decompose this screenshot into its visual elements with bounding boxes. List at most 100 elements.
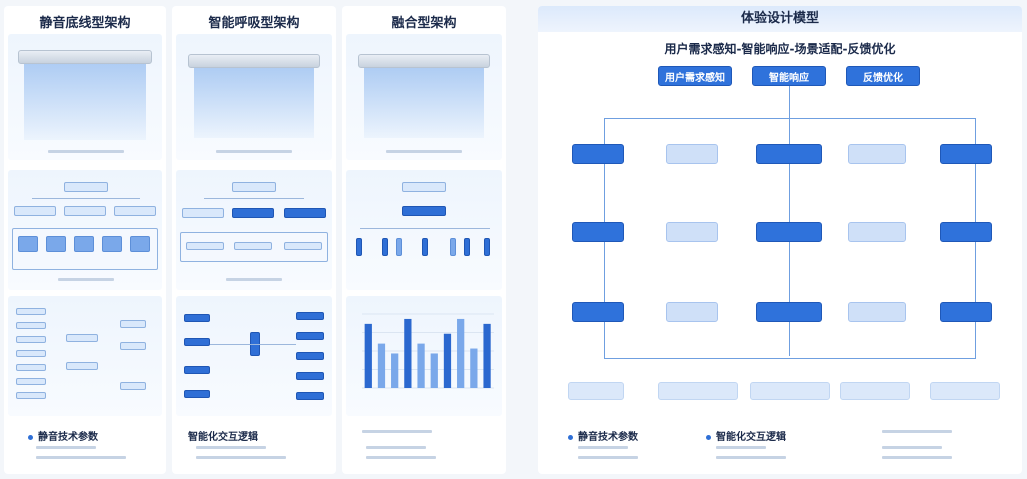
grid-node — [756, 144, 822, 164]
footer-label: 静音技术参数 — [38, 432, 98, 443]
level2-box — [402, 206, 446, 216]
tree-item — [16, 364, 46, 371]
footer-line — [716, 446, 766, 449]
hierarchy-panel — [176, 170, 332, 290]
footer-line — [578, 456, 638, 459]
caption-line — [58, 278, 114, 281]
flow-in — [184, 314, 210, 322]
column-breathing: 智能呼吸型架构 — [172, 6, 336, 474]
footer-line — [882, 430, 952, 433]
level2-box — [232, 208, 274, 218]
chart-bar — [404, 318, 412, 388]
leaf-box — [102, 236, 122, 252]
footer-line — [36, 456, 126, 459]
footer-line — [196, 446, 266, 449]
tree-item — [16, 322, 46, 329]
connector — [32, 198, 140, 199]
footer-label: 静音技术参数 — [578, 432, 638, 443]
leaf-bar — [484, 238, 490, 256]
flow-out — [296, 312, 324, 320]
footer-line — [578, 446, 628, 449]
model-footer-1: 静音技术参数 — [568, 428, 638, 443]
grid-node — [572, 302, 624, 322]
footer-line — [196, 456, 286, 459]
bar-chart — [362, 313, 494, 389]
bullet-dot — [28, 434, 33, 440]
leaf-bar — [356, 238, 362, 256]
bullet-dot — [706, 434, 711, 440]
footer-line — [36, 446, 96, 449]
connector — [604, 118, 976, 119]
grid-node — [666, 302, 718, 322]
grid-node — [572, 144, 624, 164]
grid-node — [940, 222, 992, 242]
leaf-bar — [396, 238, 402, 256]
leaf-box — [18, 236, 38, 252]
tree-item — [16, 392, 46, 399]
level2-box — [114, 206, 156, 216]
grid-node — [940, 144, 992, 164]
flow-out — [296, 372, 324, 380]
model-title: 体验设计模型 — [538, 6, 1022, 32]
tree-item — [16, 378, 46, 385]
tree-item — [16, 350, 46, 357]
grid-node — [666, 222, 718, 242]
grid-node — [940, 302, 992, 322]
root-box — [64, 182, 108, 192]
grid-node — [848, 222, 906, 242]
grid-node — [756, 222, 822, 242]
root-box — [232, 182, 276, 192]
grid-node — [848, 144, 906, 164]
bottom-node — [840, 382, 910, 400]
leaf-bar — [464, 238, 470, 256]
chart-bar — [470, 348, 478, 388]
tree-panel — [8, 296, 162, 416]
level2-box — [284, 208, 326, 218]
leaf-box — [46, 236, 66, 252]
grid-node — [848, 302, 906, 322]
footer-interaction: 智能化交互逻辑 — [188, 428, 258, 443]
column-title: 融合型架构 — [391, 16, 457, 31]
leaf-box — [130, 236, 150, 252]
grid-node — [756, 302, 822, 322]
caption-line — [216, 150, 292, 153]
caption-line — [386, 150, 462, 153]
leaf-box — [74, 236, 94, 252]
vent-illustration-panel — [176, 34, 332, 160]
bar-chart-panel — [346, 296, 502, 416]
footer-label: 智能化交互逻辑 — [716, 432, 786, 443]
hierarchy-panel — [8, 170, 162, 290]
tree-out — [120, 382, 146, 390]
footer-line — [366, 456, 436, 459]
node-smart-response: 智能响应 — [752, 66, 826, 86]
caption-line — [226, 278, 282, 281]
leaf-box — [284, 242, 322, 250]
flow-in — [184, 390, 210, 398]
bottom-node — [750, 382, 830, 400]
footer-label: 智能化交互逻辑 — [188, 432, 258, 443]
connector — [204, 198, 304, 199]
chart-bar — [430, 353, 438, 388]
chart-bar — [443, 333, 452, 388]
tree-hub — [66, 362, 98, 370]
footer-silent: 静音技术参数 — [28, 428, 98, 443]
leaf-bar — [422, 238, 428, 256]
bullet-dot — [568, 434, 573, 440]
hierarchy-panel — [346, 170, 502, 290]
caption-line — [48, 150, 124, 153]
bottom-node — [568, 382, 624, 400]
tree-out — [120, 320, 146, 328]
connector — [789, 86, 790, 356]
column-title: 智能呼吸型架构 — [208, 16, 300, 31]
experience-model: 体验设计模型 用户需求感知-智能响应-场景适配-反馈优化 用户需求感知 智能响应… — [538, 6, 1022, 474]
grid-node — [666, 144, 718, 164]
chart-bar — [483, 323, 491, 388]
vent-unit — [18, 50, 152, 64]
chart-bar — [391, 353, 399, 388]
flow-out — [296, 352, 324, 360]
leaf-bar — [450, 238, 456, 256]
node-demand-perception: 用户需求感知 — [658, 66, 732, 86]
tree-hub — [66, 334, 98, 342]
level2-box — [182, 208, 224, 218]
chart-bar — [417, 343, 425, 388]
